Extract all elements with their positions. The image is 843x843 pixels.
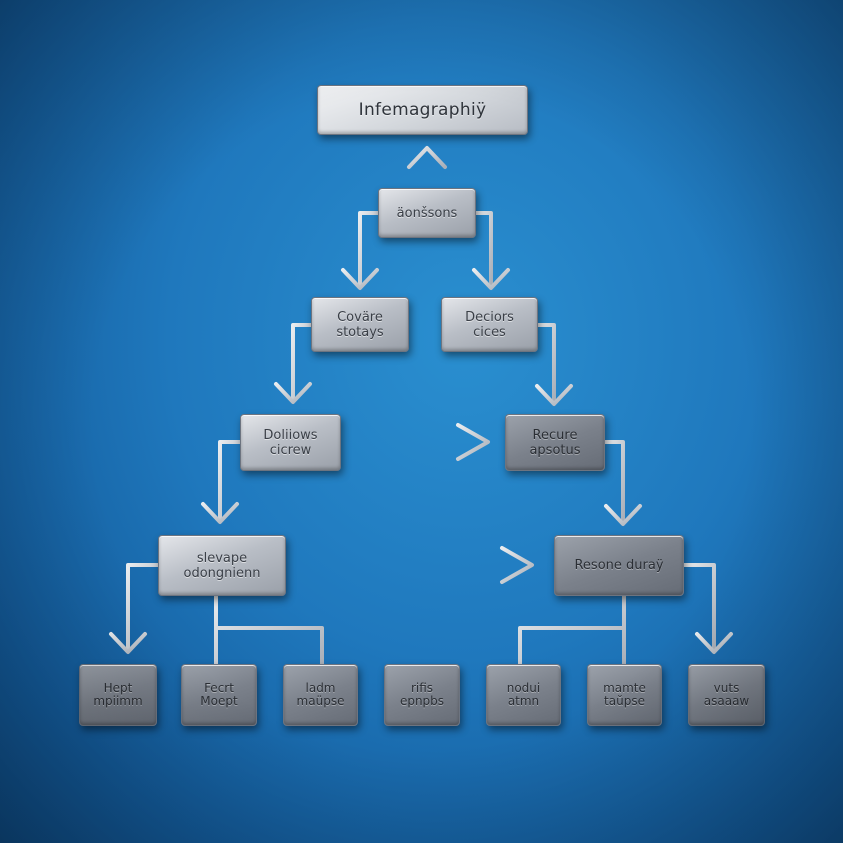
node-n1: äonšsons: [378, 188, 476, 238]
arrowhead-n5: [535, 384, 573, 406]
connector-n1-n3: [474, 211, 493, 288]
node-n3: Deciors cices: [441, 297, 538, 352]
arrowhead-b1: [109, 632, 147, 654]
arrowhead-n7-side: [500, 546, 534, 584]
arrowhead-up-title: [407, 146, 447, 169]
arrowhead-n3: [472, 268, 510, 290]
connector-n2-n4: [291, 323, 313, 402]
arrowhead-n6: [201, 502, 239, 524]
arrowhead-n7: [604, 504, 642, 526]
node-b2: Fecrt Moept: [181, 664, 257, 726]
arrowhead-n4: [274, 382, 312, 404]
node-b7: vuts asaaaw: [688, 664, 765, 726]
arrowhead-n5-side: [456, 423, 490, 461]
arrowhead-n2: [341, 268, 379, 290]
node-n4: Doliiows cicrew: [240, 414, 341, 471]
connector-n7-b7: [682, 563, 716, 652]
connector-n7-bracket: [518, 594, 626, 666]
node-b1: Hept mpiimm: [79, 664, 157, 726]
node-b3: ladm maüpse: [283, 664, 358, 726]
node-b5: nodui atmn: [486, 664, 561, 726]
node-n2: Coväre stotays: [311, 297, 409, 352]
connector-n6-b1: [126, 563, 160, 652]
connector-n1-n2: [358, 211, 380, 288]
connector-n3-n5: [536, 323, 556, 404]
connector-n6-bracket: [214, 594, 324, 666]
node-n5: Recure apsotus: [505, 414, 605, 471]
node-n7: Resone duraÿ: [554, 535, 684, 596]
node-b6: mamte taŭpse: [587, 664, 662, 726]
arrowhead-b7: [695, 632, 733, 654]
node-b4: rifis epnpbs: [384, 664, 460, 726]
connector-n4-n6: [218, 440, 242, 522]
connector-n5-n7: [603, 440, 625, 524]
node-n6: slevape odongnienn: [158, 535, 286, 596]
node-title: Infemagraphiÿ: [317, 85, 528, 135]
